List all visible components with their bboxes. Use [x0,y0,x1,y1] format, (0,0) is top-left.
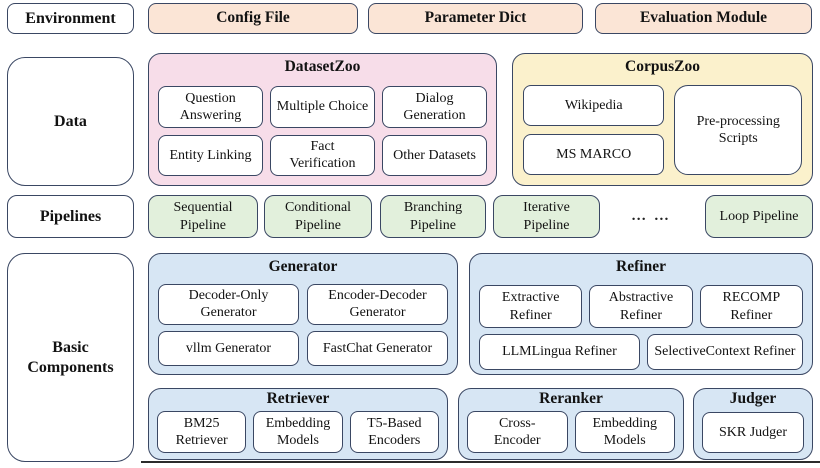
corpus-preprocessing-scripts: Pre-processing Scripts [674,85,802,175]
dataset-entity-linking: Entity Linking [158,134,263,176]
group-dataset-zoo: DatasetZoo Question Answering Multiple C… [148,53,497,186]
dataset-multiple-choice: Multiple Choice [270,86,375,128]
corpus-zoo-title: CorpusZoo [625,58,700,75]
pipeline-iterative: Iterative Pipeline [493,195,600,238]
pipelines-ellipsis: … … [631,208,671,224]
retriever-t5-encoders: T5-Based Encoders [349,411,439,453]
group-judger: Judger SKR Judger [693,388,813,460]
figure-bottom-rule [141,461,820,463]
refiner-selectivecontext: SelectiveContext Refiner [646,334,803,370]
pipeline-sequential: Sequential Pipeline [148,195,258,238]
reranker-grid: Cross-Encoder Embedding Models [467,411,675,453]
retriever-grid: BM25 Retriever Embedding Models T5-Based… [157,411,439,453]
generator-vllm: vllm Generator [158,330,299,366]
label-pipelines: Pipelines [7,195,134,238]
reranker-title: Reranker [539,390,603,407]
refiner-llmlingua: LLMLingua Refiner [479,334,640,370]
refiner-row1: Extractive Refiner Abstractive Refiner R… [479,285,803,328]
judger-title: Judger [729,390,777,407]
label-environment: Environment [7,3,134,34]
generator-fastchat: FastChat Generator [307,330,448,366]
corpus-wikipedia: Wikipedia [523,85,665,126]
generator-encoder-decoder: Encoder-Decoder Generator [307,284,448,325]
reranker-embedding-models: Embedding Models [574,411,675,453]
retriever-title: Retriever [266,390,330,407]
generator-decoder-only: Decoder-Only Generator [158,284,299,325]
corpus-ms-marco: MS MARCO [523,134,665,175]
retriever-embedding-models: Embedding Models [253,411,343,453]
pipeline-loop: Loop Pipeline [705,195,813,238]
retriever-bm25: BM25 Retriever [157,411,247,453]
module-config-file: Config File [148,3,358,34]
pipeline-conditional: Conditional Pipeline [264,195,372,238]
label-basic-components: Basic Components [7,253,134,462]
refiner-title: Refiner [616,258,666,275]
refiner-row2: LLMLingua Refiner SelectiveContext Refin… [479,334,803,370]
group-corpus-zoo: CorpusZoo Wikipedia MS MARCO Pre-process… [512,53,813,186]
module-parameter-dict: Parameter Dict [368,3,583,34]
generator-grid: Decoder-Only Generator Encoder-Decoder G… [158,284,448,366]
group-refiner: Refiner Extractive Refiner Abstractive R… [469,253,813,375]
dataset-fact-verification: Fact Verification [270,134,375,176]
group-retriever: Retriever BM25 Retriever Embedding Model… [148,388,448,460]
pipeline-branching: Branching Pipeline [380,195,486,238]
reranker-cross-encoder: Cross-Encoder [467,411,568,453]
dataset-zoo-grid: Question Answering Multiple Choice Dialo… [158,86,487,176]
label-data: Data [7,57,134,186]
module-evaluation-module: Evaluation Module [595,3,812,34]
judger-grid: SKR Judger [702,412,804,453]
refiner-extractive: Extractive Refiner [479,285,583,328]
group-reranker: Reranker Cross-Encoder Embedding Models [458,388,684,460]
judger-skr: SKR Judger [702,412,804,453]
refiner-recomp: RECOMP Refiner [699,285,803,328]
corpus-zoo-body: Wikipedia MS MARCO Pre-processing Script… [523,85,802,175]
group-generator: Generator Decoder-Only Generator Encoder… [148,253,458,375]
dataset-dialog-generation: Dialog Generation [382,86,487,128]
corpus-zoo-corpora: Wikipedia MS MARCO [523,85,665,175]
refiner-abstractive: Abstractive Refiner [589,285,693,328]
generator-title: Generator [268,258,338,275]
dataset-other-datasets: Other Datasets [382,134,487,176]
dataset-question-answering: Question Answering [158,86,263,128]
dataset-zoo-title: DatasetZoo [284,58,361,75]
